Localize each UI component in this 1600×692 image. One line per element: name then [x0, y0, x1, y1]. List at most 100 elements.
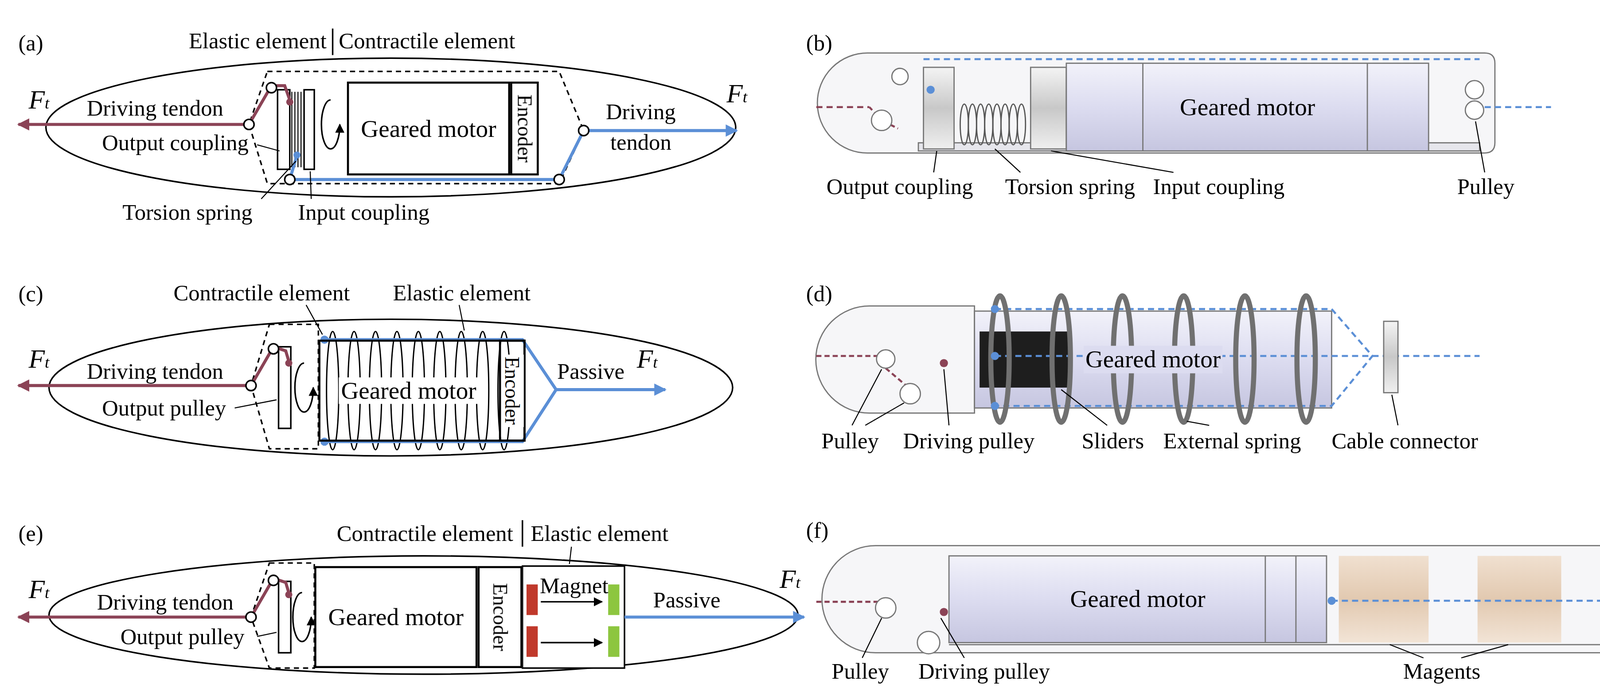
- external-spring: [991, 296, 1316, 423]
- force-symbol: Ft: [779, 565, 801, 594]
- part-label: Pulley: [831, 659, 889, 683]
- torsion-spring: [984, 104, 993, 145]
- external-spring: [1296, 296, 1316, 423]
- panel-c-schematic: [250, 324, 319, 449]
- motor-box: Geared motor Encoder: [318, 339, 526, 442]
- force-symbol: Ft: [28, 85, 50, 114]
- panel-tag: (f): [806, 519, 829, 543]
- panel-f-render: [1338, 556, 1429, 644]
- force-symbol: Ft: [28, 345, 50, 374]
- panel-b-render: [923, 58, 1480, 61]
- panel-e-schematic: [18, 520, 804, 675]
- part-label: Output pulley: [101, 396, 227, 420]
- panel-f-render: [875, 597, 896, 619]
- panel-b-render: [1143, 63, 1368, 152]
- part-label: Output coupling: [101, 131, 249, 155]
- panel-b-render: [816, 53, 1552, 173]
- part-label: Driving pulley: [918, 659, 1050, 683]
- panel-b-render: [871, 110, 892, 131]
- panel-b-render: [926, 85, 935, 94]
- external-spring: [326, 331, 340, 450]
- part-label: Sliders: [1081, 429, 1144, 453]
- force-symbol: Ft: [28, 575, 50, 604]
- part-label: Driving tendon: [600, 97, 682, 159]
- part-label: Torsion spring: [122, 200, 253, 224]
- panel-tag: (c): [18, 281, 43, 306]
- panel-d-render: [815, 296, 1480, 426]
- panel-e-schematic: [526, 626, 538, 658]
- part-label: Magents: [1403, 659, 1481, 683]
- panel-c-schematic: [556, 388, 666, 392]
- motor-box: Geared motor: [314, 566, 478, 669]
- panel-c-schematic: [18, 384, 251, 388]
- panel-f-render: [917, 631, 941, 655]
- motor-box: Geared motor: [347, 81, 511, 176]
- panel-a-schematic: [284, 174, 295, 185]
- part-label: Elastic element: [530, 522, 669, 546]
- panel-e-schematic: [521, 520, 523, 547]
- panel-a-schematic: [257, 144, 312, 200]
- external-spring: [1235, 296, 1254, 423]
- part-label: Input coupling: [297, 200, 430, 224]
- external-spring: [326, 331, 511, 450]
- panel-b-render: [817, 53, 1495, 154]
- panel-d-render: [876, 350, 895, 369]
- panel-e-schematic: [522, 566, 625, 669]
- panel-a-schematic: [286, 98, 294, 106]
- part-label: Driving tendon: [86, 96, 224, 120]
- panel-a-schematic: [304, 89, 315, 170]
- part-label: Pulley: [821, 429, 879, 453]
- panel-f-render: [1265, 556, 1296, 644]
- panel-a-schematic: [331, 28, 334, 55]
- torsion-spring: [968, 104, 977, 145]
- panel-c-schematic: [324, 339, 557, 442]
- panel-f-render: [1477, 556, 1562, 644]
- panel-e-schematic: [608, 626, 620, 658]
- panel-a-schematic: [243, 119, 254, 130]
- panel-e-schematic: [292, 593, 312, 643]
- torsion-spring: [1001, 104, 1010, 145]
- torsion-spring: [1009, 104, 1018, 145]
- part-label: Contractile element: [173, 280, 350, 305]
- part-label: Passive: [557, 359, 625, 383]
- panel-c-schematic: [18, 304, 733, 457]
- torsion-spring: [1017, 104, 1026, 145]
- node-text: Geared motor: [326, 603, 466, 631]
- encoder-box: Encoder: [499, 339, 526, 442]
- panel-e-schematic: [49, 556, 799, 675]
- part-label: Cable connector: [1331, 429, 1479, 453]
- part-label: Driving tendon: [86, 359, 224, 383]
- external-spring: [991, 296, 1010, 423]
- panel-f-render: [948, 644, 1600, 646]
- torsion-spring: [960, 104, 1026, 145]
- panel-tag: (e): [18, 522, 43, 546]
- panel-e-schematic: [540, 601, 602, 603]
- torsion-spring: [960, 104, 968, 145]
- panel-a-schematic: [18, 28, 737, 199]
- panel-e-schematic: [540, 642, 602, 644]
- node-text: Geared motor: [359, 115, 499, 143]
- panel-e-schematic: [608, 584, 620, 616]
- panel-d-render: [851, 369, 1398, 426]
- panel-tag: (d): [806, 281, 833, 306]
- panel-d-render: [815, 306, 975, 414]
- node-text: Encoder: [500, 354, 524, 427]
- panel-e-schematic: [245, 612, 257, 623]
- panel-f-render: [1327, 597, 1336, 605]
- panel-b-render: [1465, 80, 1484, 99]
- panel-c-schematic: [49, 319, 734, 457]
- panel-a-schematic: [266, 82, 277, 93]
- part-label: Output pulley: [120, 624, 245, 649]
- panel-d-render: [900, 383, 921, 405]
- torsion-spring: [992, 104, 1001, 145]
- part-label: Driving pulley: [903, 429, 1035, 453]
- panel-d-render: [991, 304, 1000, 313]
- panel-b-render: [1465, 101, 1484, 120]
- motor-box: Geared motor: [974, 311, 1332, 409]
- motor-box: Geared motor: [1066, 63, 1429, 152]
- part-label: Torsion spring: [1005, 175, 1136, 199]
- node-text: Geared motor: [339, 377, 479, 405]
- panel-c-schematic: [245, 380, 257, 391]
